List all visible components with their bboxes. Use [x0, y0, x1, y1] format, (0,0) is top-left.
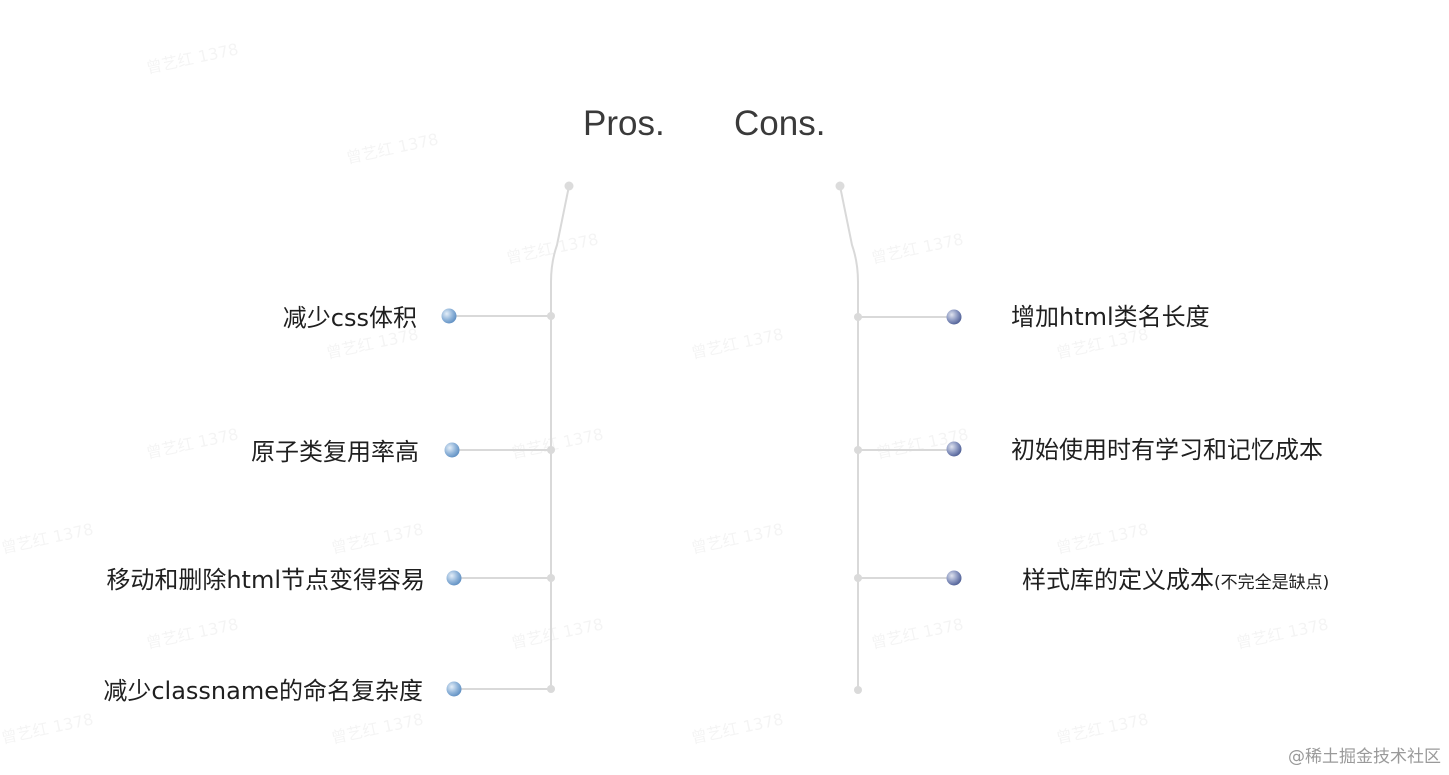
cons-trunk-node	[854, 446, 862, 454]
pros-item-dot	[446, 681, 462, 697]
pros-item-dot	[446, 570, 462, 586]
pros-trunk-node	[547, 312, 555, 320]
pros-item-dot	[441, 308, 457, 324]
pros-trunk-node	[547, 685, 555, 693]
cons-branches	[854, 309, 962, 694]
cons-trunk	[839, 185, 859, 690]
pros-branches	[441, 308, 555, 697]
pros-header-node	[564, 181, 574, 191]
cons-item-label: 样式库的定义成本(不完全是缺点)	[1022, 565, 1329, 598]
cons-item-dot	[946, 309, 962, 325]
pros-item-label: 减少css体积	[282, 304, 417, 332]
pros-trunk	[550, 185, 570, 689]
cons-trunk-end-node	[854, 686, 862, 694]
cons-item-main-text: 样式库的定义成本	[1022, 566, 1214, 594]
cons-item-dot	[946, 441, 962, 457]
pros-item-dot	[444, 442, 460, 458]
pros-item-label: 减少classname的命名复杂度	[103, 677, 423, 705]
pros-item-label: 原子类复用率高	[251, 438, 419, 466]
cons-item-label: 初始使用时有学习和记忆成本	[1011, 436, 1323, 464]
source-credit: @稀土掘金技术社区	[1288, 747, 1441, 767]
cons-header-node	[835, 181, 845, 191]
cons-item-note: (不完全是缺点)	[1214, 573, 1330, 593]
pros-trunk-node	[547, 446, 555, 454]
cons-title: Cons.	[734, 104, 826, 143]
cons-trunk-node	[854, 574, 862, 582]
pros-trunk-node	[547, 574, 555, 582]
cons-item-label: 增加html类名长度	[1011, 303, 1210, 331]
cons-item-dot	[946, 570, 962, 586]
pros-item-label: 移动和删除html节点变得容易	[106, 566, 425, 594]
cons-trunk-node	[854, 313, 862, 321]
pros-title: Pros.	[583, 104, 665, 143]
